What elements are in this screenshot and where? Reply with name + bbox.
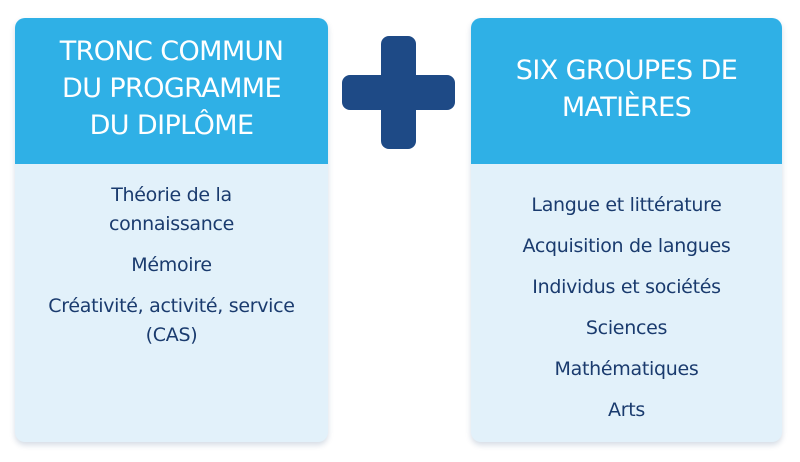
- subject-group-item: Individus et sociétés: [532, 276, 721, 298]
- subject-group-item: Langue et littérature: [531, 194, 722, 216]
- subject-group-item: Arts: [608, 399, 645, 421]
- subject-groups-card-body: Langue et littérature Acquisition de lan…: [471, 164, 782, 431]
- subject-group-item: Mathématiques: [554, 358, 699, 380]
- subject-groups-card-title: SIX GROUPES DE MATIÈRES: [471, 18, 782, 164]
- core-item-theory-of-knowledge: Théorie de la connaissance: [108, 184, 235, 235]
- plus-vertical-bar: [381, 36, 416, 149]
- subject-group-item: Sciences: [585, 317, 668, 339]
- subject-group-item: Acquisition de langues: [522, 235, 731, 257]
- core-card-title: TRONC COMMUN DU PROGRAMME DU DIPLÔME: [15, 18, 328, 164]
- plus-icon: [342, 36, 455, 149]
- subject-groups-card: SIX GROUPES DE MATIÈRES Langue et littér…: [471, 18, 782, 442]
- core-card: TRONC COMMUN DU PROGRAMME DU DIPLÔME Thé…: [15, 18, 328, 442]
- core-item-cas: Créativité, activité, service (CAS): [48, 295, 295, 346]
- core-item-extended-essay: Mémoire: [131, 254, 212, 276]
- core-card-body: Théorie de la connaissance Mémoire Créat…: [15, 164, 328, 350]
